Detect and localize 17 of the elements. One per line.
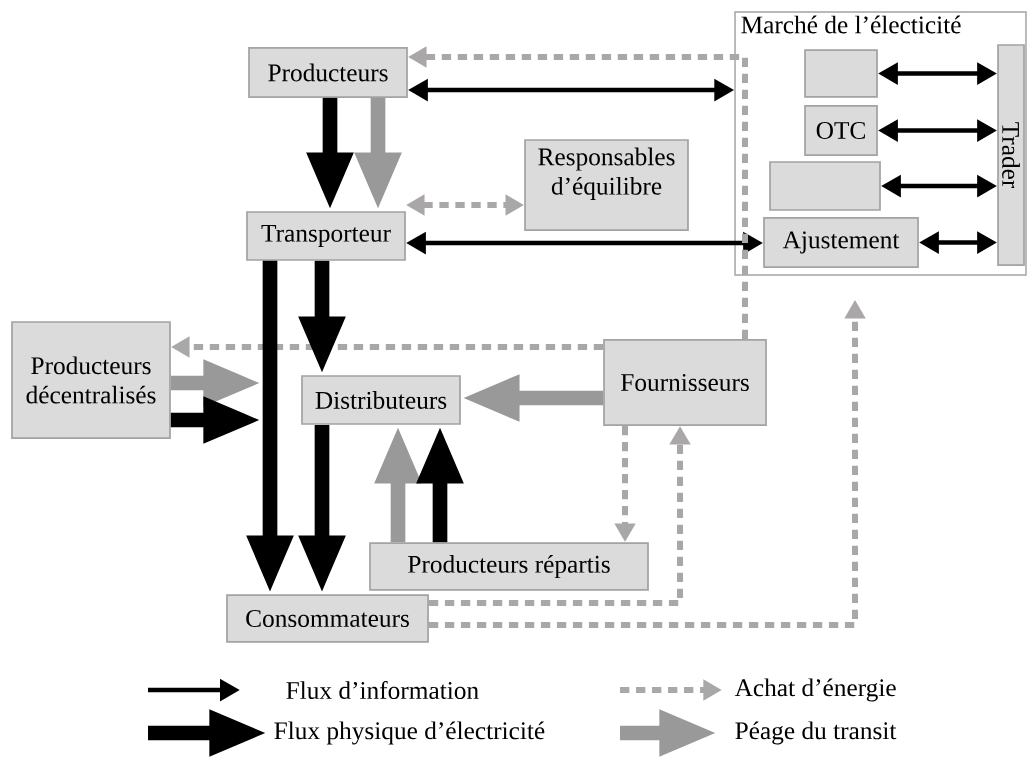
- process-box: Consommateurs: [226, 594, 429, 643]
- legend-label: Péage du transit: [735, 721, 897, 745]
- process-box: [769, 161, 881, 211]
- process-box: Distributeurs: [301, 375, 461, 425]
- process-box: Fournisseurs: [603, 339, 767, 426]
- process-box: Producteurs: [248, 47, 408, 98]
- process-box: Trader: [997, 44, 1025, 266]
- process-box: Ajustement: [763, 217, 919, 268]
- process-box: Producteurs répartis: [369, 542, 649, 591]
- process-box: Producteurs décentralisés: [11, 321, 171, 439]
- legend-label: Achat d’énergie: [734, 678, 896, 702]
- process-box: [804, 49, 878, 98]
- process-box: Responsables d’équilibre: [524, 139, 689, 231]
- process-box: OTC: [804, 105, 878, 156]
- legend-label: Flux d’information: [286, 680, 479, 700]
- process-box: Transporteur: [246, 211, 406, 261]
- legend-label: Flux physique d’électricité: [274, 721, 545, 745]
